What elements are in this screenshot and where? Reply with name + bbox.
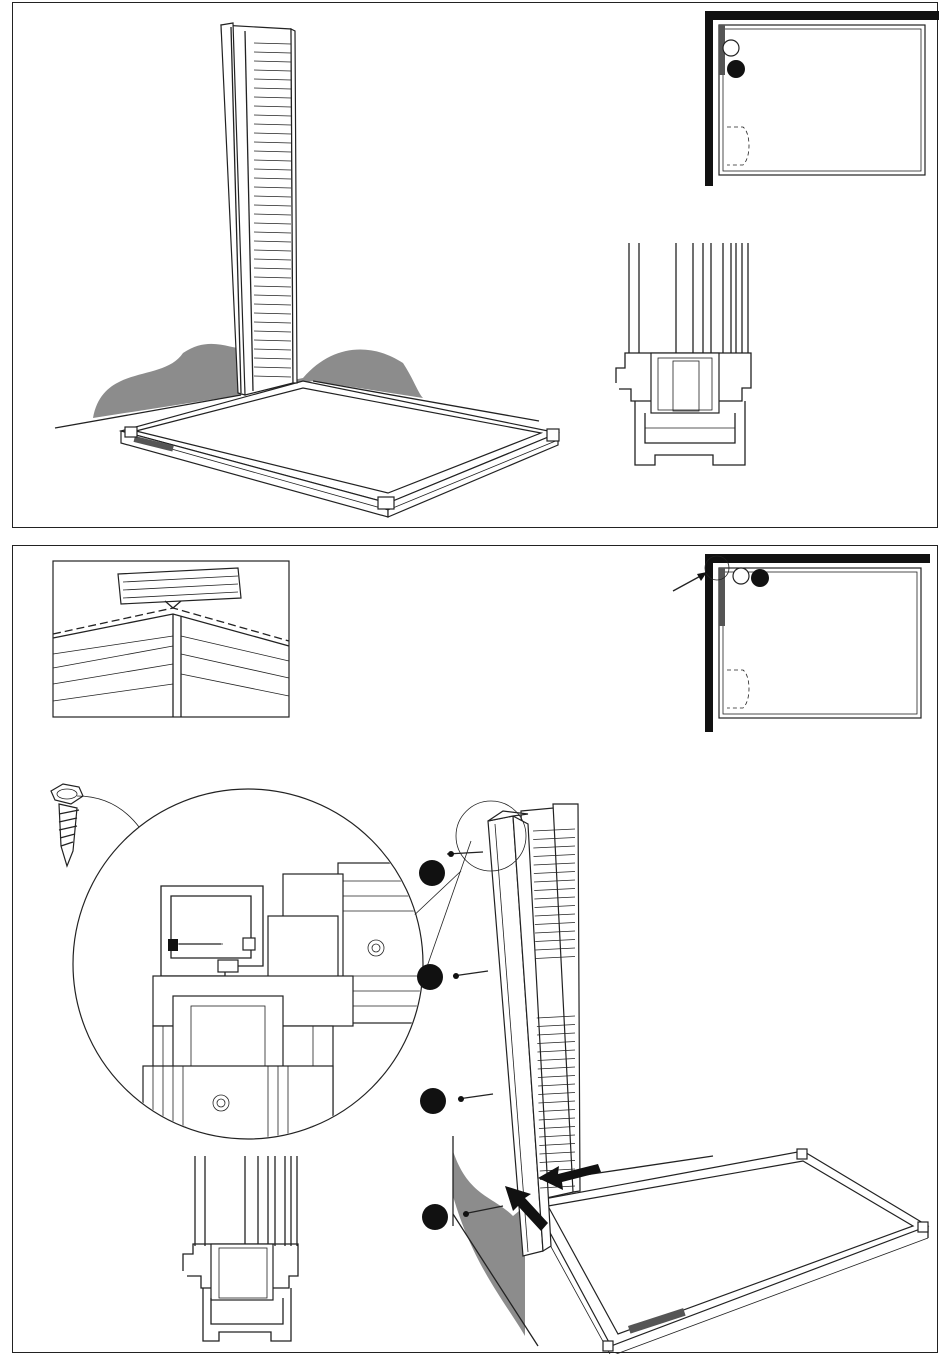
step-illustration-top xyxy=(13,3,939,529)
corner-assembly xyxy=(453,801,928,1354)
floor-plan-locator-top xyxy=(705,11,939,186)
screw-marker-4 xyxy=(422,1204,448,1230)
step-illustration-bottom xyxy=(13,546,939,1354)
step-panel-top xyxy=(12,2,938,528)
ridge-detail-inset xyxy=(53,561,289,717)
screw-marker-3 xyxy=(420,1088,446,1114)
position-marker-empty xyxy=(733,568,749,584)
floor-plan-locator-bottom xyxy=(673,554,930,732)
profile-cross-section-top xyxy=(616,243,751,465)
position-marker-empty xyxy=(723,40,739,56)
screw-marker-2 xyxy=(417,964,443,990)
profile-cross-section-bottom xyxy=(183,1156,298,1341)
position-marker-filled xyxy=(727,60,745,78)
screw-marker-1 xyxy=(419,860,445,886)
magnified-detail xyxy=(73,789,471,1146)
step-panel-bottom xyxy=(12,545,938,1353)
ridge-cap xyxy=(118,568,241,604)
position-marker-filled xyxy=(751,569,769,587)
